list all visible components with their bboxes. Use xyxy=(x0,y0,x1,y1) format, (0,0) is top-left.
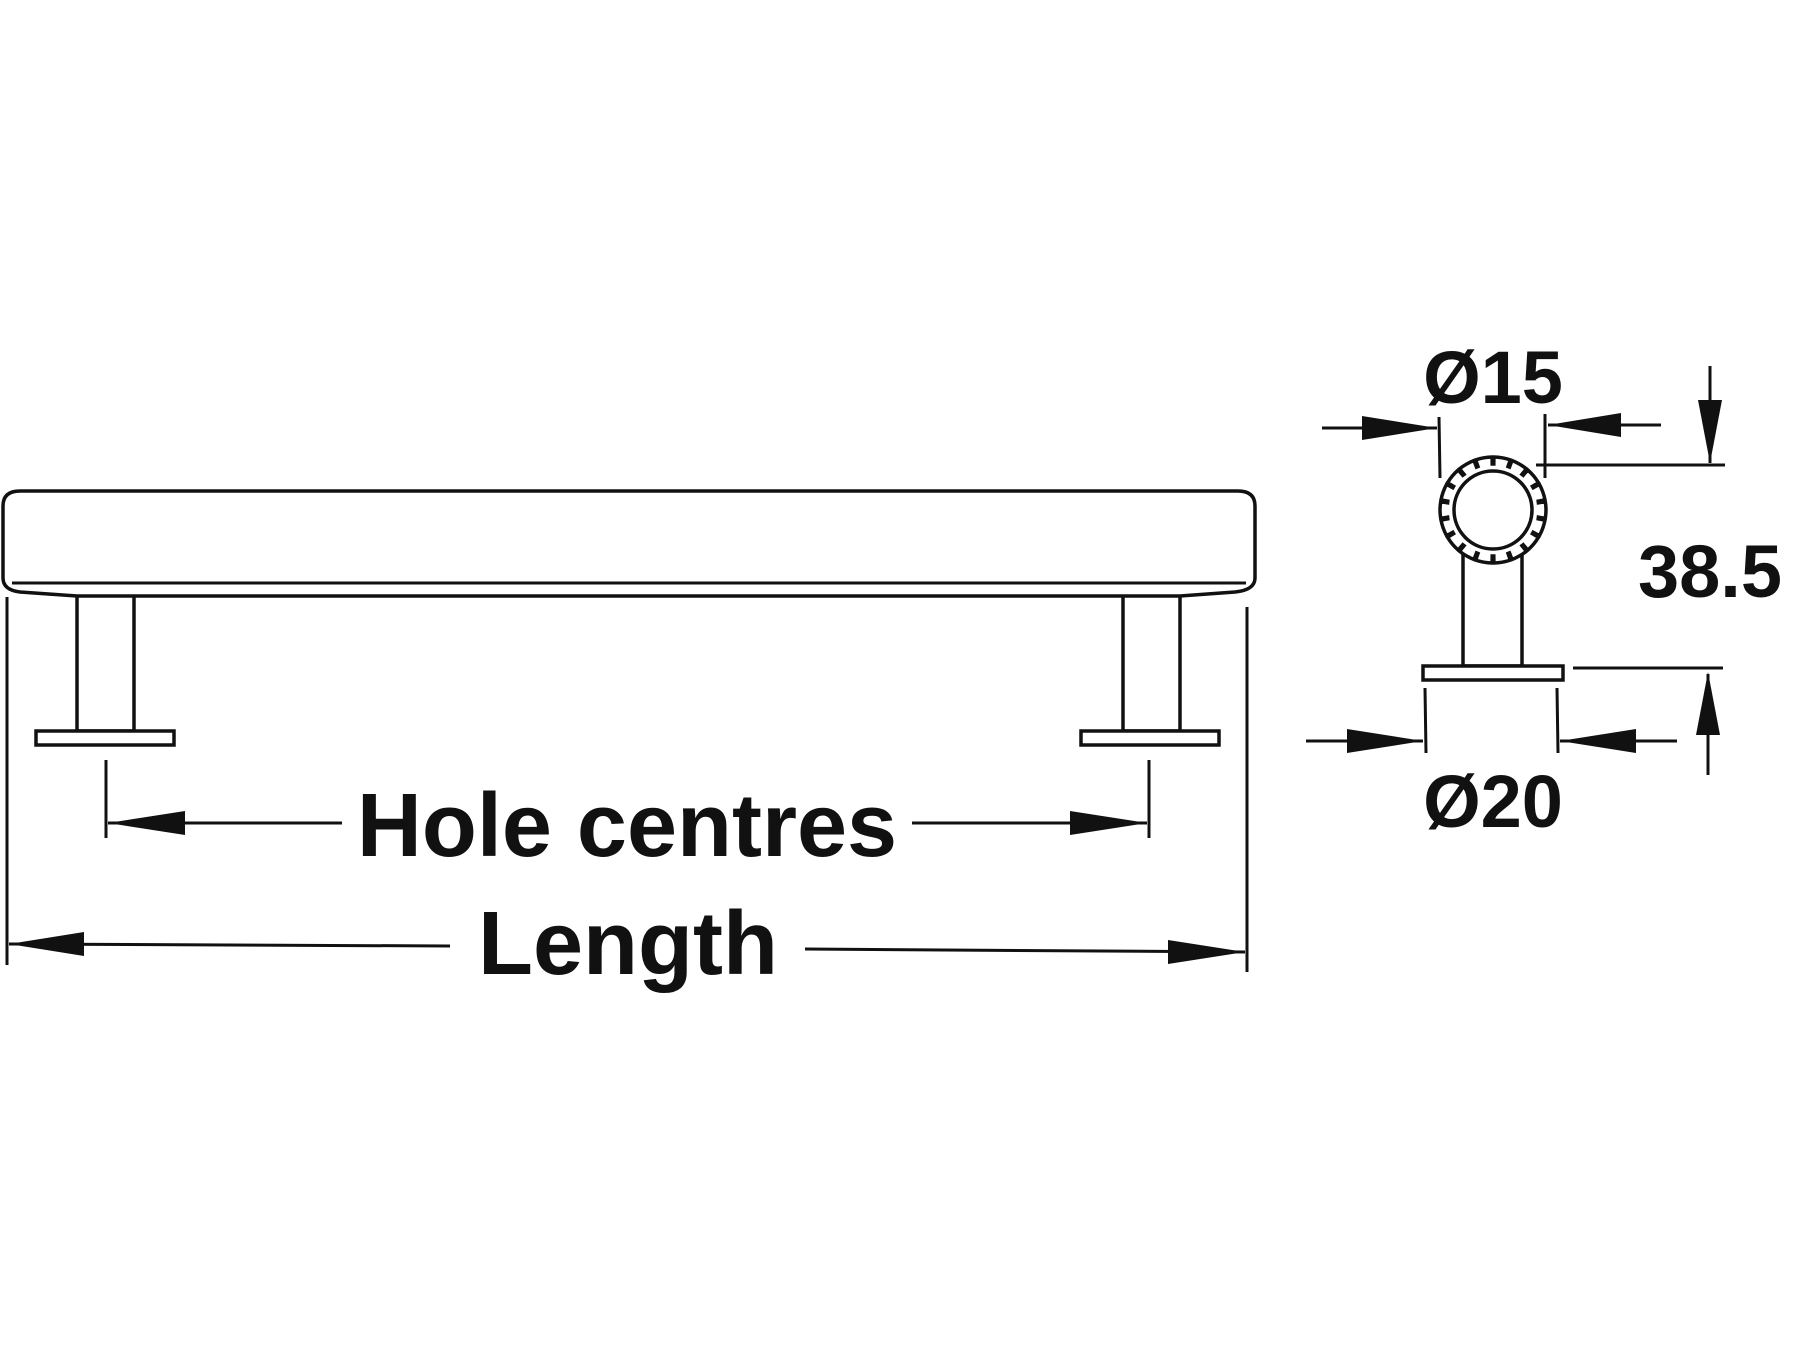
extension-line-right xyxy=(1555,687,1560,754)
left-foot-plate xyxy=(34,729,176,747)
arrowhead-right-icon xyxy=(1168,940,1245,964)
height-dimension: 38.5 xyxy=(1536,366,1782,775)
right-leg xyxy=(1121,583,1182,733)
arrowhead-right-icon xyxy=(1070,811,1147,835)
length-dimension: Length xyxy=(5,597,1249,994)
bar-core-circle xyxy=(1452,469,1534,551)
arrowhead-right-icon xyxy=(1347,729,1423,753)
arrowhead-left-icon xyxy=(1560,729,1636,753)
side-foot-plate xyxy=(1421,664,1565,682)
arrowhead-left-icon xyxy=(9,932,84,956)
hole-centres-label: Hole centres xyxy=(357,776,897,876)
handle-side-view xyxy=(1421,455,1565,682)
foot-diameter-label: Ø20 xyxy=(1423,760,1563,843)
right-foot-plate xyxy=(1079,729,1221,747)
bar-diameter-label: Ø15 xyxy=(1423,336,1563,419)
foot-diameter-dimension: Ø20 xyxy=(1306,687,1677,843)
left-leg xyxy=(75,583,136,733)
arrowhead-down-icon xyxy=(1698,400,1722,463)
arrowhead-left-icon xyxy=(108,811,185,835)
height-label: 38.5 xyxy=(1638,530,1782,613)
handle-bar xyxy=(1,489,1257,598)
extension-line-left xyxy=(1423,687,1428,754)
handle-front-view xyxy=(1,489,1257,747)
arrowhead-left-icon xyxy=(1548,413,1621,437)
bar-diameter-dimension: Ø15 xyxy=(1322,336,1661,479)
arrowhead-up-icon xyxy=(1696,672,1720,735)
arrowhead-right-icon xyxy=(1362,416,1437,440)
extension-line-left xyxy=(1437,416,1442,479)
hole-centres-dimension: Hole centres xyxy=(104,760,1151,876)
length-label: Length xyxy=(478,894,778,994)
